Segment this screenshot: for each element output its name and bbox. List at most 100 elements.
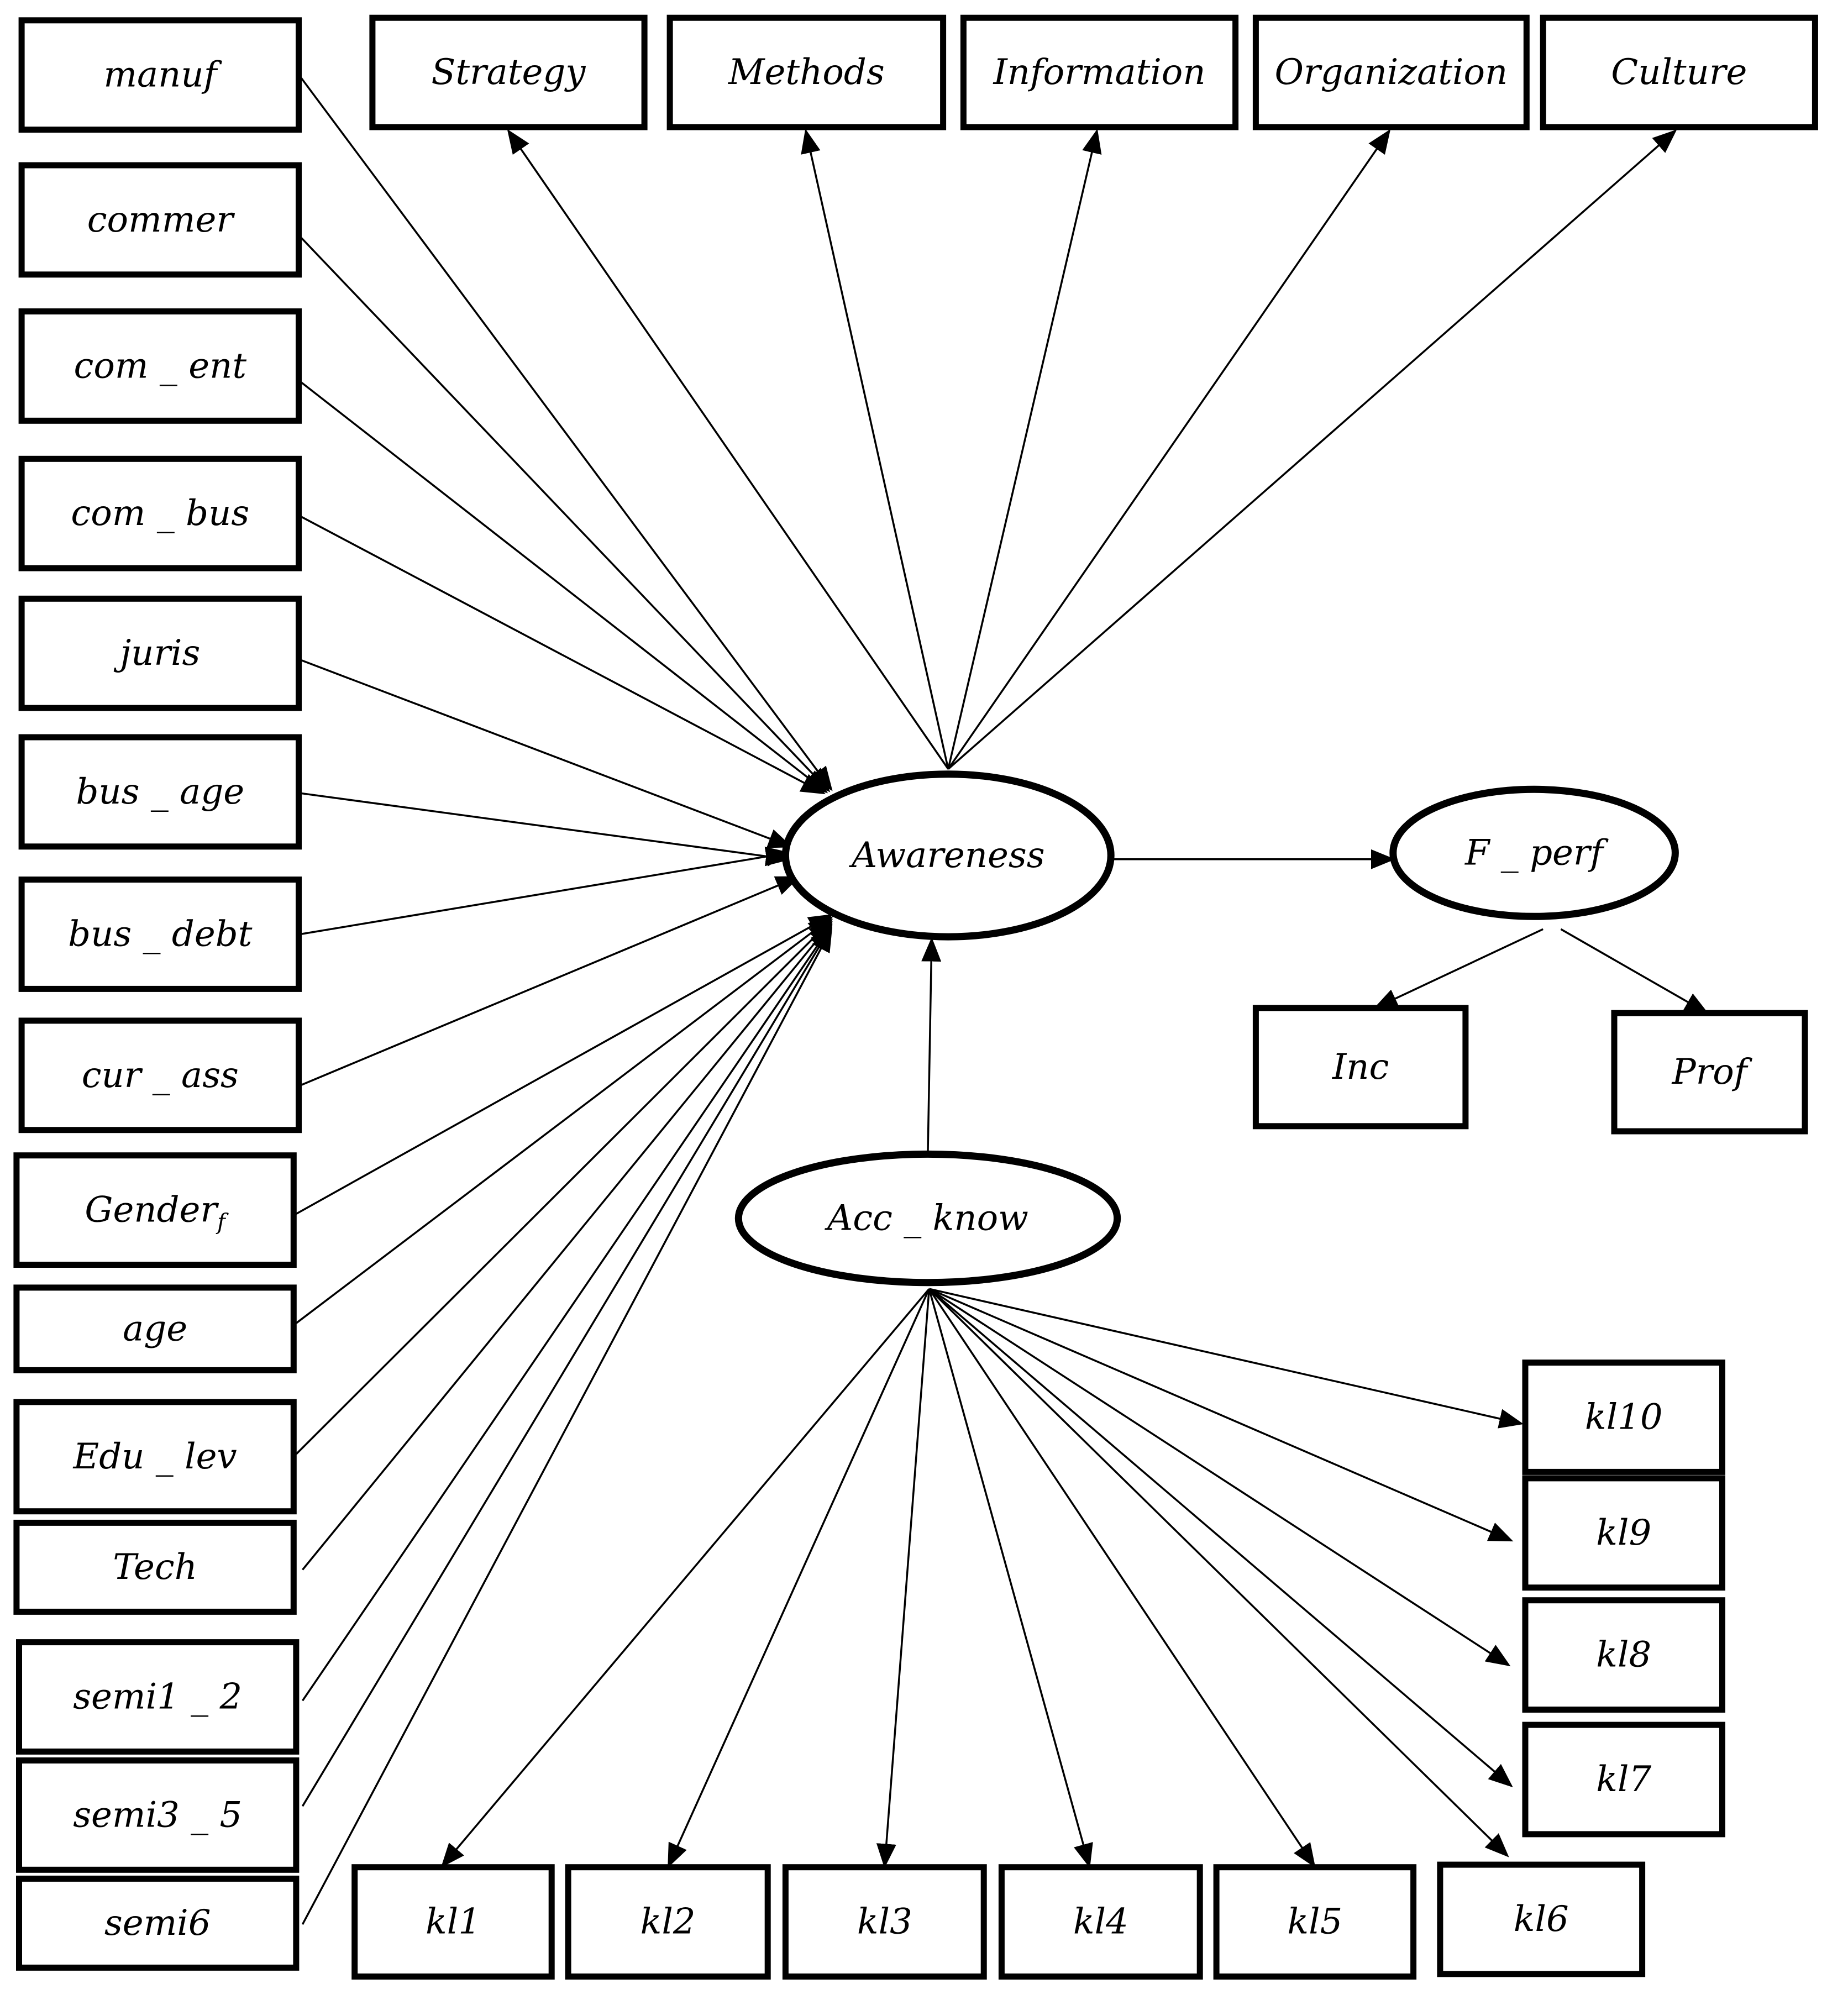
box-bus-age <box>18 734 302 850</box>
label-acc-know: Acc _ know <box>825 1198 1028 1239</box>
label-kl9: kl9 <box>1596 1513 1651 1553</box>
ellipse-awareness <box>781 770 1115 941</box>
label-text-awareness: Awareness <box>849 835 1045 876</box>
box-bus-debt <box>18 876 302 992</box>
box-kl6 <box>1437 1861 1646 1977</box>
arrow-com-ent-to-awareness <box>299 380 828 794</box>
box-gender <box>13 1152 297 1268</box>
label-text-kl4: kl4 <box>1073 1902 1128 1943</box>
label-text-bus-age: bus _ age <box>76 771 244 812</box>
label-text-semi6: semi6 <box>104 1903 211 1944</box>
box-kl10 <box>1522 1360 1725 1475</box>
label-text-kl3: kl3 <box>857 1902 912 1943</box>
arrow-f-perf-to-inc <box>1373 928 1544 1009</box>
label-kl2: kl2 <box>641 1902 696 1943</box>
label-text-inc: Inc <box>1332 1047 1389 1088</box>
indicator-node-strategy: Strategy <box>369 14 648 130</box>
box-prof <box>1611 1010 1808 1135</box>
label-kl10: kl10 <box>1585 1397 1663 1438</box>
label-kl3: kl3 <box>857 1902 912 1943</box>
indicator-node-kl1: kl1 <box>351 1864 555 1980</box>
indicator-node-methods: Methods <box>666 14 947 130</box>
box-com-ent <box>18 308 302 424</box>
label-inc: Inc <box>1332 1047 1389 1088</box>
box-kl3 <box>782 1864 987 1980</box>
box-kl7 <box>1522 1721 1725 1838</box>
label-semi6: semi6 <box>104 1903 211 1944</box>
box-tech <box>13 1519 297 1615</box>
arrow-semi1-2-to-awareness <box>301 923 833 1702</box>
box-kl9 <box>1522 1475 1725 1591</box>
arrow-gender-to-awareness <box>296 914 833 1215</box>
box-kl4 <box>998 1864 1203 1980</box>
label-kl7: kl7 <box>1596 1759 1651 1800</box>
indicator-node-prof: Prof <box>1611 1010 1808 1135</box>
label-text-edu-lev: Edu _ lev <box>73 1436 237 1477</box>
indicator-node-com-ent: com _ ent <box>18 308 302 424</box>
indicator-node-age: age <box>13 1284 297 1373</box>
box-com-bus <box>18 455 302 571</box>
indicator-node-kl6: kl6 <box>1437 1861 1646 1977</box>
box-kl2 <box>565 1864 771 1980</box>
indicator-node-kl2: kl2 <box>565 1864 771 1980</box>
label-text-kl9: kl9 <box>1596 1513 1651 1553</box>
indicator-node-inc: Inc <box>1252 1005 1469 1130</box>
arrow-cur-ass-to-awareness <box>300 876 801 1087</box>
box-age <box>13 1284 297 1373</box>
label-text-com-ent: com _ ent <box>74 345 247 386</box>
label-com-ent: com _ ent <box>74 345 247 386</box>
label-prof: Prof <box>1672 1052 1753 1093</box>
label-text-cur-ass: cur _ ass <box>82 1055 239 1096</box>
latent-node-awareness: Awareness <box>781 770 1115 941</box>
ellipse-acc-know <box>734 1150 1121 1287</box>
indicator-node-information: Information <box>960 14 1239 130</box>
arrow-acc-know-to-kl5 <box>928 1288 1316 1868</box>
label-bus-debt: bus _ debt <box>68 914 253 955</box>
label-semi3-5: semi3 _ 5 <box>73 1794 242 1835</box>
label-text-semi3-5: semi3 _ 5 <box>73 1794 242 1835</box>
label-text-acc-know: Acc _ know <box>825 1198 1028 1239</box>
arrow-acc-know-to-kl3 <box>876 1289 931 1868</box>
label-text-information: Information <box>993 52 1205 93</box>
indicator-node-organization: Organization <box>1252 14 1530 130</box>
indicator-node-kl10: kl10 <box>1522 1360 1725 1475</box>
arrow-awareness-to-methods <box>801 128 949 769</box>
label-organization: Organization <box>1275 52 1508 93</box>
arrow-f-perf-to-prof <box>1560 928 1709 1015</box>
label-information: Information <box>993 52 1205 93</box>
label-text-strategy: Strategy <box>431 52 586 93</box>
label-kl6: kl6 <box>1514 1899 1569 1940</box>
label-kl8: kl8 <box>1596 1635 1651 1676</box>
label-text-semi1-2: semi1 _ 2 <box>73 1677 242 1718</box>
label-text-f-perf: F _ perf <box>1464 832 1609 873</box>
label-bus-age: bus _ age <box>76 771 244 812</box>
arrow-awareness-to-strategy <box>507 129 949 770</box>
label-text-com-bus: com _ bus <box>71 493 249 534</box>
label-text-manuf: manuf <box>103 55 222 96</box>
label-text-organization: Organization <box>1275 52 1508 93</box>
label-text-gender: Gender <box>85 1190 219 1231</box>
indicator-node-commer: commer <box>18 162 302 278</box>
box-inc <box>1252 1005 1469 1130</box>
box-semi3-5 <box>16 1757 300 1873</box>
arrow-awareness-to-culture <box>947 129 1677 770</box>
indicator-node-cur-ass: cur _ ass <box>18 1017 302 1133</box>
arrow-acc-know-to-kl4 <box>928 1288 1093 1868</box>
arrow-semi3-5-to-awareness <box>301 925 833 1807</box>
indicator-node-semi3-5: semi3 _ 5 <box>16 1757 300 1873</box>
arrow-manuf-to-awareness <box>299 75 833 791</box>
label-text-kl5: kl5 <box>1287 1902 1342 1943</box>
indicator-node-semi1-2: semi1 _ 2 <box>16 1639 300 1755</box>
edges-layer <box>295 75 1709 1925</box>
box-juris <box>18 595 302 711</box>
label-f-perf: F _ perf <box>1464 832 1609 873</box>
label-text-kl7: kl7 <box>1596 1759 1651 1800</box>
indicator-node-kl3: kl3 <box>782 1864 987 1980</box>
label-methods: Methods <box>728 52 885 93</box>
arrow-edu-lev-to-awareness <box>295 918 833 1455</box>
box-organization <box>1252 14 1530 130</box>
latent-node-f-perf: F _ perf <box>1389 785 1679 920</box>
label-com-bus: com _ bus <box>71 493 249 534</box>
